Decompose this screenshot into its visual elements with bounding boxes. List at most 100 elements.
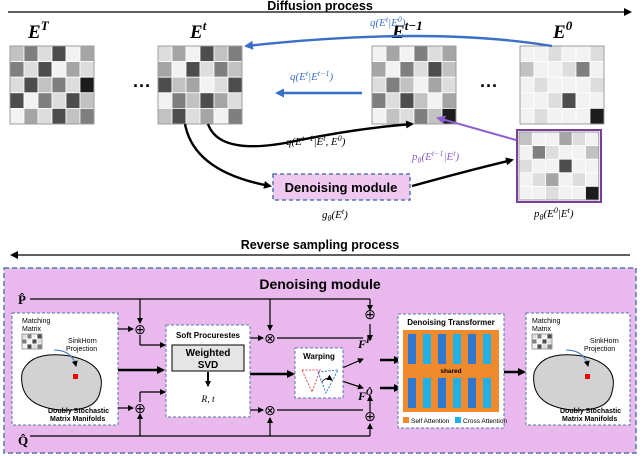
matrix-cell [31,338,38,345]
arrow-to-denoise [183,123,272,189]
matrix-cell [541,333,548,340]
matrix-cell [157,76,173,94]
matrix-cell [9,92,25,109]
matrix-cell [575,108,591,125]
matrix-cell [51,108,67,125]
matrix-cell [213,108,229,125]
matrix-cell [23,76,39,94]
p-hat-label: P̂ [18,292,26,307]
matrix-cell [441,92,457,109]
cross-attention-bar [423,378,431,408]
matrix-cell [399,76,415,94]
matrix-cell [519,76,535,94]
matrix-cell [385,76,401,94]
matrix-cell [227,45,243,63]
label-e-t-minus-1: Et−1 [391,18,423,43]
matrix-cell [23,45,39,63]
matrix-cell [546,333,553,340]
matrix-cell [575,76,591,94]
matrix-cell [23,61,39,78]
label-e-T: ET [27,18,50,43]
svg-text:Projection: Projection [66,346,97,353]
matrix-cell [171,45,187,63]
matrix-cell [37,61,53,78]
matrix-cell [547,108,563,125]
matrix-cell [561,45,577,63]
svg-text:⊕: ⊕ [134,321,146,337]
matrix-cell [413,61,429,78]
matrix-cell [399,45,415,63]
svg-text:⊕: ⊕ [364,408,376,424]
matrix-cell [441,61,457,78]
matrix-cell [585,185,600,201]
matrix-cell [413,76,429,94]
matrix-cell [23,108,39,125]
matrix-cell [545,158,560,174]
matrix-cell [23,92,39,109]
svg-text:Matrix: Matrix [532,326,552,333]
denoise-module-title: Denoising module [259,276,381,292]
matrix-cell [213,61,229,78]
cross-attention-bar [483,334,491,364]
matrix-cell [571,145,586,160]
legend-cross-swatch [455,417,461,423]
rt-label: R, t [200,395,215,405]
matrix-cell [21,333,28,340]
matrix-cell [585,158,600,174]
matrix-cell [199,92,215,109]
matrix-cell [413,45,429,63]
matrix-cell [519,92,535,109]
matrix-cell [171,108,187,125]
legend-cross: Cross Attention [463,418,507,425]
matrix-cell [441,76,457,94]
matrix-cell [213,76,229,94]
svg-text:Projection: Projection [584,346,615,353]
matrix-cell [589,108,605,125]
legend-self-swatch [403,417,409,423]
matrix-cell [545,145,560,160]
matrix-cell [199,45,215,63]
matrix-cell [171,61,187,78]
matrix-cell [399,108,415,125]
svg-text:⊕: ⊕ [364,306,376,322]
purple-label: pθ(Et−1|Et) [411,149,459,165]
matrix-cell [547,92,563,109]
matrix-cell [199,76,215,94]
matrix-cell [536,333,543,340]
warping-label: Warping [303,352,335,361]
matrix-cell [533,45,549,63]
matrix-cell [36,343,43,350]
matrix-frame [371,45,457,125]
blue-label-q-t-0: q(Et|E0) [370,15,406,29]
matrix-cell [558,158,573,174]
matrix-cell [427,108,443,125]
matrix-cell [79,92,95,109]
matrix-cell [585,145,600,160]
matrix-cell [385,108,401,125]
matrix-cell [545,172,560,187]
matrix-cell [65,61,81,78]
matrix-cell [199,108,215,125]
label-e-t: Et [189,18,207,43]
matrix-cell [65,92,81,109]
matrix-cell [79,61,95,78]
svd-label: SVD [198,360,219,371]
matrix-cell [518,131,533,147]
matrix-cell [385,92,401,109]
matrix-frame [531,333,553,350]
matrix-cell [37,108,53,125]
diffusion-title: Diffusion process [267,0,373,13]
matrix-cell [531,333,538,340]
matrix-cell [518,172,533,187]
matrix-cell [558,172,573,187]
matrix-cell [227,76,243,94]
matrix-cell [427,61,443,78]
svg-text:Matching: Matching [22,318,51,325]
svg-text:⊗: ⊗ [264,402,276,418]
matrix-cell [51,61,67,78]
matrix-cell [36,333,43,340]
cross-attention-bar [483,378,491,408]
matrix-cell [519,61,535,78]
matrix-cell [371,108,387,125]
matrix-cell [545,185,560,201]
